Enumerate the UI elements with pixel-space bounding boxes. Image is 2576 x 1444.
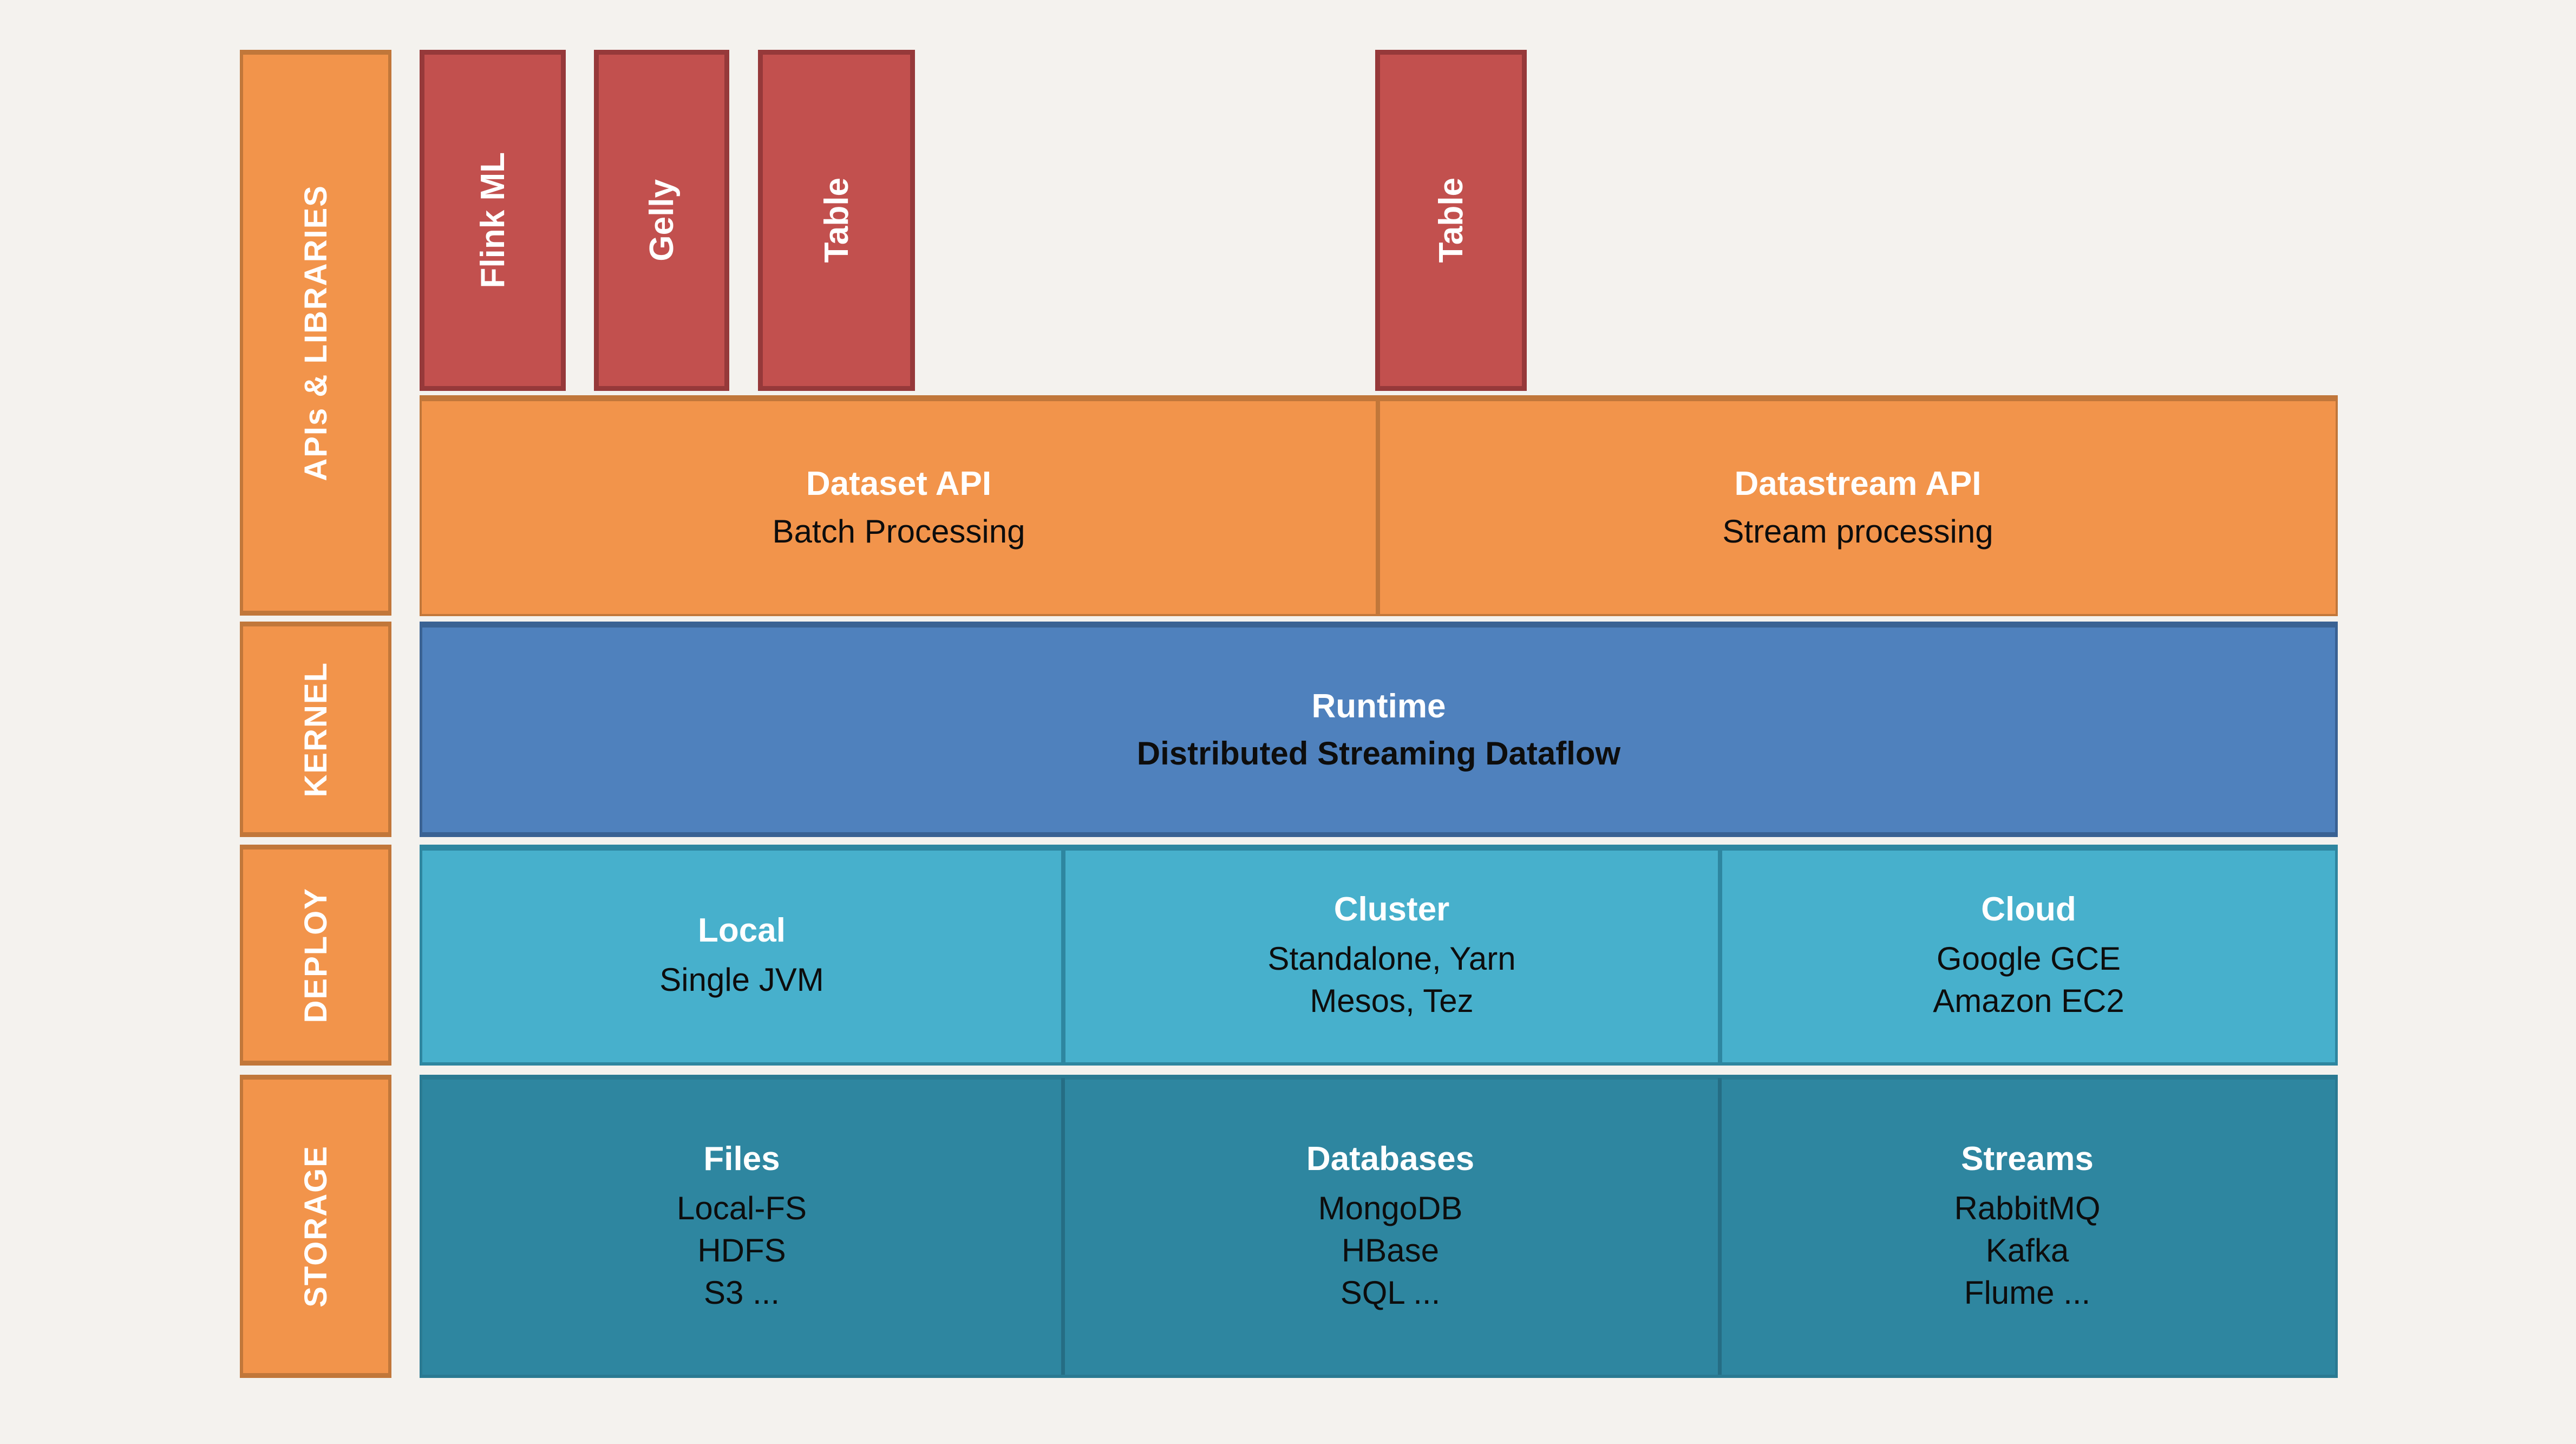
library-box-table-stream[interactable]: Table: [1375, 50, 1527, 391]
api-box-dataset-title: Dataset API: [806, 465, 992, 503]
deploy-cell-cluster-line1: Standalone, Yarn: [1267, 940, 1516, 977]
kernel-runtime-title: Runtime: [1311, 687, 1446, 725]
storage-cell-streams-line3: Flume ...: [1964, 1275, 2091, 1311]
layer-label-kernel-text: KERNEL: [298, 661, 334, 798]
api-box-datastream[interactable]: Datastream API Stream processing: [1378, 395, 2338, 616]
storage-cell-databases[interactable]: Databases MongoDB HBase SQL ...: [1063, 1075, 1721, 1378]
storage-cell-files-line3: S3 ...: [703, 1275, 780, 1311]
layer-label-deploy: DEPLOY: [240, 845, 391, 1066]
api-box-datastream-subtitle: Stream processing: [1722, 513, 1993, 550]
library-box-gelly[interactable]: Gelly: [594, 50, 729, 391]
library-box-table-stream-label: Table: [1432, 178, 1470, 263]
deploy-cell-cloud[interactable]: Cloud Google GCE Amazon EC2: [1719, 845, 2338, 1066]
layer-label-kernel: KERNEL: [240, 622, 391, 837]
storage-divider-1: [1061, 1078, 1065, 1375]
storage-cell-databases-title: Databases: [1306, 1140, 1475, 1178]
deploy-cell-local-line1: Single JVM: [659, 962, 824, 998]
storage-cell-files-line2: HDFS: [697, 1232, 786, 1269]
layer-label-deploy-text: DEPLOY: [298, 887, 334, 1023]
deploy-cell-cloud-title: Cloud: [1981, 890, 2076, 928]
storage-divider-2: [1718, 1078, 1722, 1375]
deploy-cell-cluster-line2: Mesos, Tez: [1310, 983, 1474, 1020]
api-box-dataset-subtitle: Batch Processing: [772, 513, 1025, 550]
deploy-cell-cluster[interactable]: Cluster Standalone, Yarn Mesos, Tez: [1063, 845, 1721, 1066]
api-box-dataset[interactable]: Dataset API Batch Processing: [420, 395, 1378, 616]
storage-cell-files[interactable]: Files Local-FS HDFS S3 ...: [420, 1075, 1064, 1378]
storage-cell-databases-line1: MongoDB: [1318, 1190, 1463, 1227]
storage-cell-databases-line2: HBase: [1341, 1232, 1440, 1269]
library-box-gelly-label: Gelly: [643, 179, 681, 262]
storage-cell-files-title: Files: [703, 1140, 780, 1178]
kernel-runtime-subtitle: Distributed Streaming Dataflow: [1136, 735, 1621, 772]
storage-cell-databases-line3: SQL ...: [1340, 1275, 1441, 1311]
api-box-datastream-title: Datastream API: [1734, 465, 1982, 503]
library-box-flink-ml-label: Flink ML: [474, 152, 512, 289]
deploy-cell-cloud-line1: Google GCE: [1936, 940, 2121, 977]
deploy-cell-local[interactable]: Local Single JVM: [420, 845, 1064, 1066]
storage-cell-streams-title: Streams: [1961, 1140, 2094, 1178]
deploy-cell-cluster-title: Cluster: [1333, 890, 1450, 928]
layer-label-storage-text: STORAGE: [298, 1145, 334, 1308]
layer-label-apis-libraries: APIs & LIBRARIES: [240, 50, 391, 616]
storage-cell-streams-line1: RabbitMQ: [1954, 1190, 2101, 1227]
api-divider: [1376, 395, 1379, 616]
layer-label-apis-libraries-text: APIs & LIBRARIES: [298, 184, 334, 481]
library-box-table-batch-label: Table: [818, 178, 855, 263]
kernel-runtime-box[interactable]: Runtime Distributed Streaming Dataflow: [420, 622, 2338, 837]
deploy-cell-local-title: Local: [698, 911, 786, 949]
deploy-cell-cloud-line2: Amazon EC2: [1933, 983, 2124, 1020]
layer-label-storage: STORAGE: [240, 1075, 391, 1378]
storage-cell-streams-line2: Kafka: [1985, 1232, 2069, 1269]
storage-cell-files-line1: Local-FS: [676, 1190, 807, 1227]
library-box-table-batch[interactable]: Table: [758, 50, 915, 391]
library-box-flink-ml[interactable]: Flink ML: [420, 50, 566, 391]
storage-cell-streams[interactable]: Streams RabbitMQ Kafka Flume ...: [1719, 1075, 2338, 1378]
